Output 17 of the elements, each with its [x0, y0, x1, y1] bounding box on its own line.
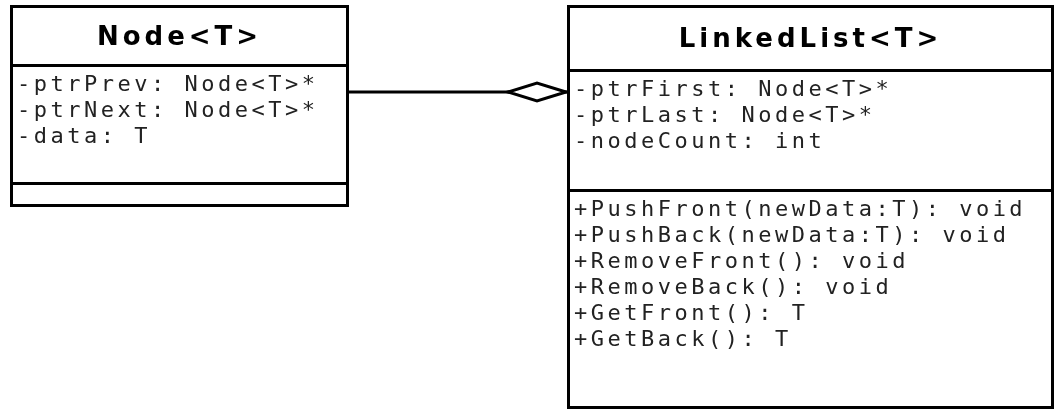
method-text: +GetFront(): T [574, 300, 809, 326]
method-text: +PushBack(newData:T): void [574, 222, 1010, 248]
class-box [10, 5, 349, 207]
attribute-text: -ptrNext: Node<T>* [17, 97, 319, 123]
aggregation-connector [349, 81, 568, 103]
method-text: +PushFront(newData:T): void [574, 196, 1027, 222]
attribute-text: -nodeCount: int [574, 128, 826, 154]
attribute-text: -ptrLast: Node<T>* [574, 102, 876, 128]
class-box [567, 5, 1054, 409]
attribute-text: -data: T [17, 123, 151, 149]
method-text: +RemoveBack(): void [574, 274, 893, 300]
attribute-text: -ptrFirst: Node<T>* [574, 76, 893, 102]
attribute-text: -ptrPrev: Node<T>* [17, 71, 319, 97]
method-text: +GetBack(): T [574, 326, 792, 352]
class-name: Node<T> [96, 19, 263, 53]
class-name: LinkedList<T> [678, 22, 943, 55]
method-text: +RemoveFront(): void [574, 248, 909, 274]
